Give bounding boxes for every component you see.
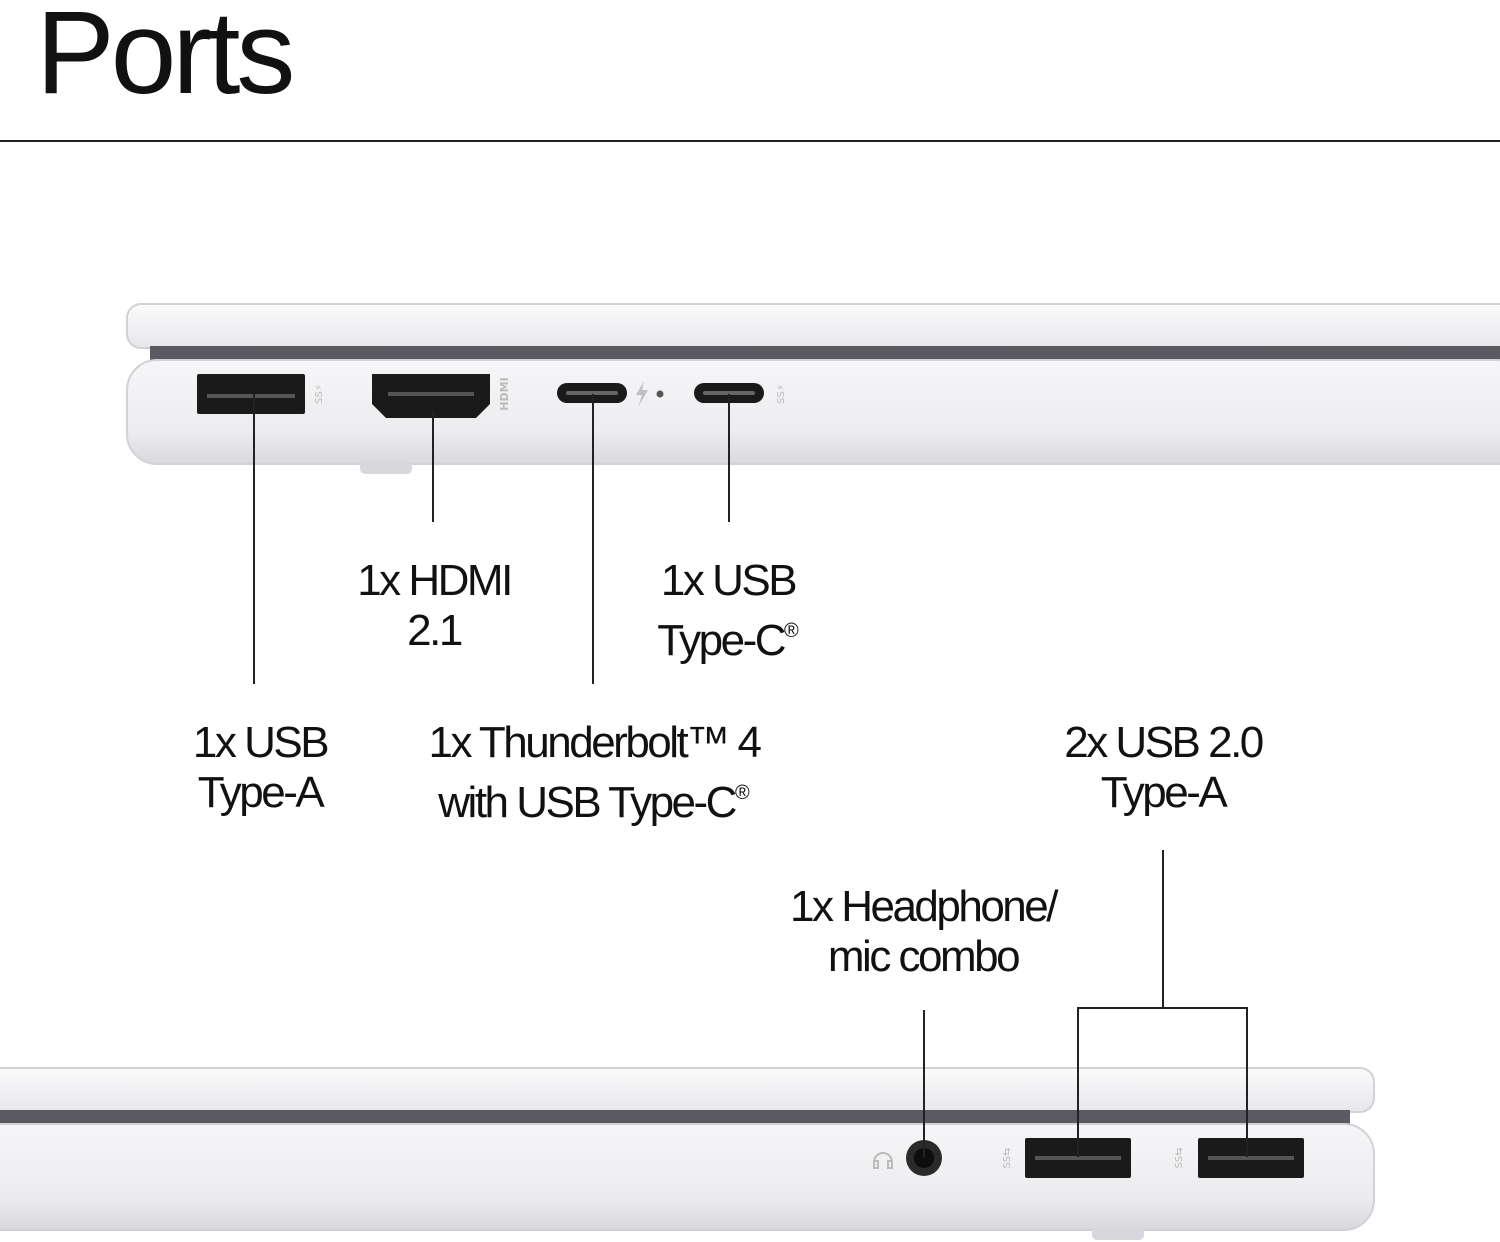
label-usb-c: 1x USB Type-C® <box>657 556 799 665</box>
lid-top <box>126 303 1500 349</box>
leader-usb2-bracket <box>1077 1007 1248 1009</box>
leader-usb2-right <box>1246 1007 1248 1157</box>
label-usb2: 2x USB 2.0 Type-A <box>1064 718 1264 817</box>
ss-usb-marking: SS⚡ <box>776 384 787 404</box>
hinge-gap-bottom <box>0 1110 1350 1124</box>
leader-usb-a <box>253 394 255 684</box>
ss-usb-marking: SS⇆ <box>1174 1147 1185 1168</box>
ss-usb-marking: SS⇆ <box>1002 1147 1013 1168</box>
label-hdmi: 1x HDMI 2.1 <box>357 556 513 655</box>
leader-hdmi <box>432 410 434 522</box>
leader-thunderbolt <box>592 394 594 684</box>
lid-bottom <box>0 1067 1375 1113</box>
base-bottom <box>0 1123 1375 1231</box>
leader-usb-c <box>728 394 730 522</box>
thunderbolt-icon <box>636 381 648 407</box>
ss-power-marking: SS⚡ <box>314 384 325 404</box>
leader-usb2-left <box>1077 1007 1079 1157</box>
hinge-gap-top <box>150 346 1500 360</box>
rubber-foot <box>1092 1228 1144 1240</box>
laptop-left-side: SS⚡ HDMI SS⚡ <box>126 303 1500 474</box>
laptop-right-side: SS⇆ SS⇆ <box>0 1067 1375 1240</box>
rubber-foot <box>360 462 412 474</box>
label-usb-a: 1x USB Type-A <box>192 718 330 817</box>
page-title: Ports <box>36 0 295 119</box>
base-top <box>126 359 1500 465</box>
leader-headphone <box>923 1010 925 1158</box>
headphone-icon <box>873 1152 893 1169</box>
header-divider <box>0 140 1500 142</box>
leader-usb2-stem <box>1162 850 1164 1008</box>
led-indicator-icon <box>656 390 664 398</box>
label-headphone: 1x Headphone/ mic combo <box>790 882 1058 981</box>
label-thunderbolt: 1x Thunderbolt™ 4 with USB Type-C® <box>428 718 762 827</box>
hdmi-marking: HDMI <box>498 377 511 410</box>
